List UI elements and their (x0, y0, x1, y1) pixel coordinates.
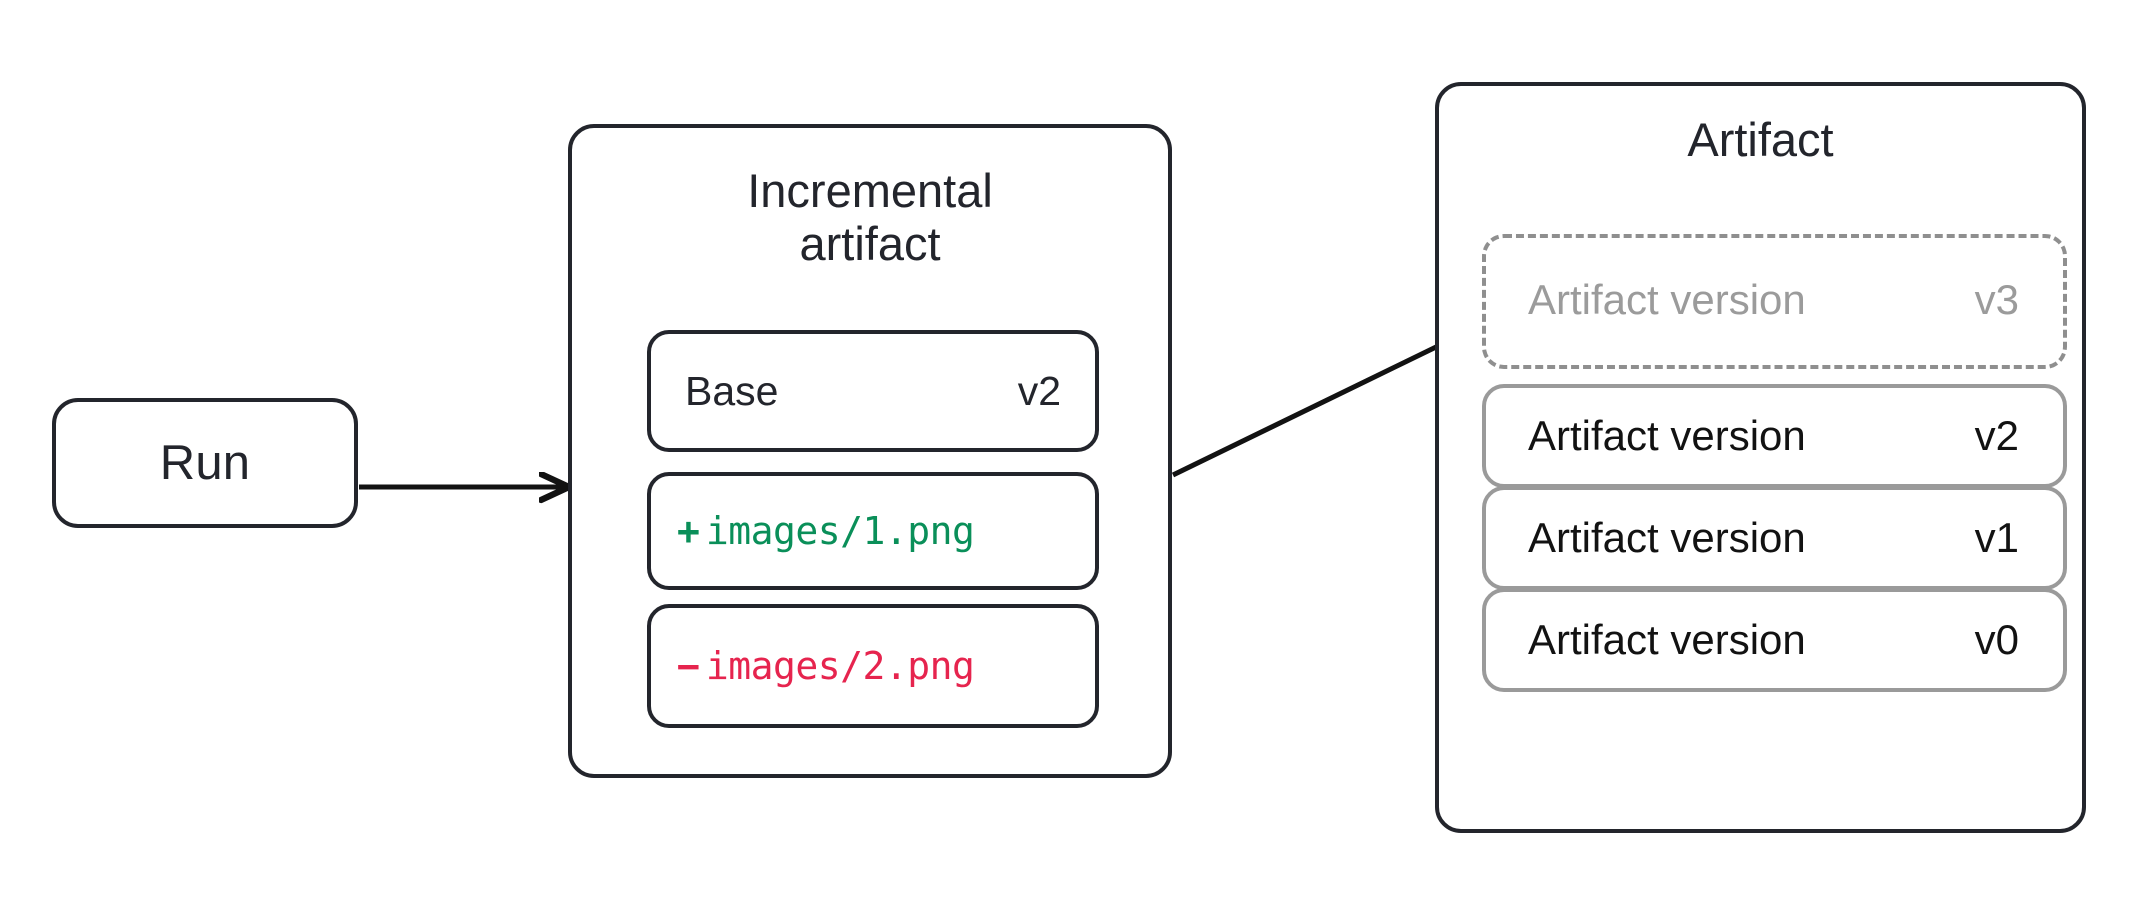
incremental-artifact-panel[interactable]: Incremental artifact Base v2 + images/1.… (568, 124, 1172, 778)
artifact-version-label: Artifact version (1528, 616, 1806, 663)
run-node[interactable]: Run (52, 398, 358, 528)
artifact-version-row-v2[interactable]: Artifact version v2 (1482, 384, 2067, 488)
minus-icon: − (677, 644, 700, 688)
added-file-path: images/1.png (705, 509, 975, 553)
artifact-title: Artifact (1687, 113, 1834, 166)
artifact-version-label: Artifact version (1528, 412, 1806, 459)
base-version: v2 (1017, 367, 1061, 414)
arrow-incremental-to-artifact (1171, 330, 1471, 478)
incremental-artifact-title: Incremental artifact (747, 164, 993, 270)
run-label: Run (159, 435, 251, 490)
artifact-version-row-v1[interactable]: Artifact version v1 (1482, 486, 2067, 590)
artifact-version-label: Artifact version (1528, 275, 1806, 323)
change-row-removed[interactable]: − images/2.png (647, 604, 1099, 728)
artifact-version-row-v3[interactable]: Artifact version v3 (1482, 234, 2067, 369)
artifact-version-number: v0 (1974, 616, 2019, 663)
removed-file-path: images/2.png (705, 644, 975, 688)
artifact-version-number: v1 (1974, 514, 2019, 561)
artifact-version-row-v0[interactable]: Artifact version v0 (1482, 588, 2067, 692)
change-row-added[interactable]: + images/1.png (647, 472, 1099, 590)
artifact-panel[interactable]: Artifact Artifact version v3 Artifact ve… (1435, 82, 2086, 833)
artifact-version-label: Artifact version (1528, 514, 1806, 561)
artifact-version-number: v3 (1974, 275, 2019, 323)
base-label: Base (685, 367, 779, 414)
artifact-version-number: v2 (1974, 412, 2019, 459)
base-version-card[interactable]: Base v2 (647, 330, 1099, 452)
plus-icon: + (677, 509, 700, 553)
